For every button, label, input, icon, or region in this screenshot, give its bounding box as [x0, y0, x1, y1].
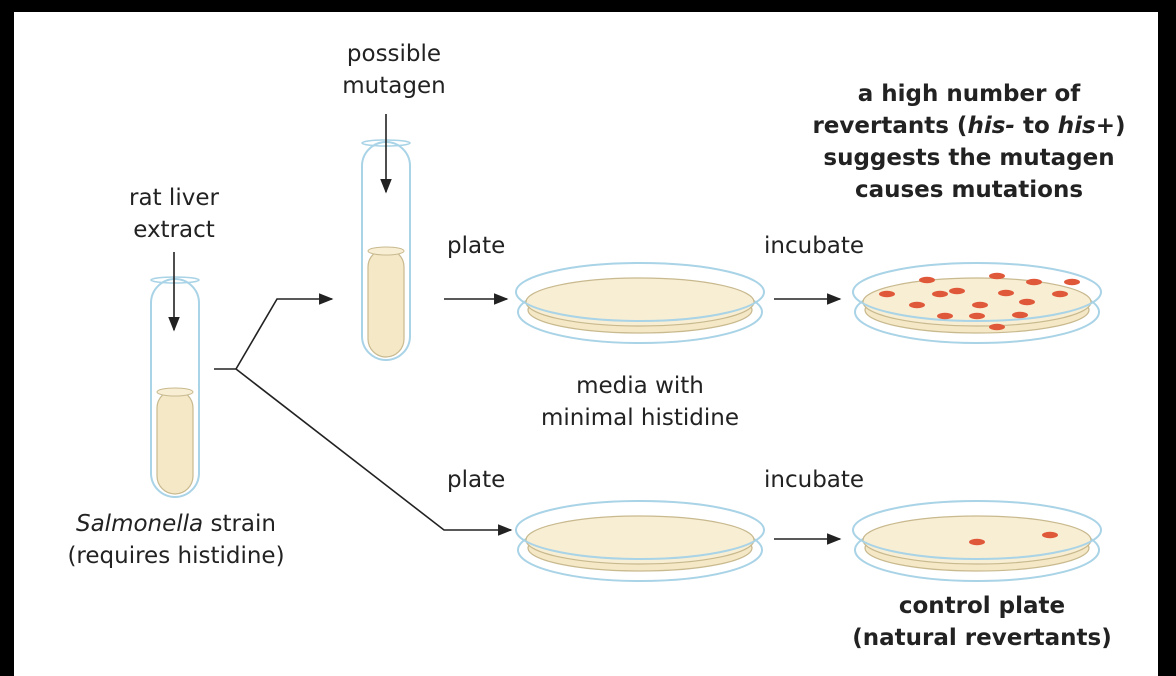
- revertant-colony: [937, 313, 953, 319]
- figure-frame: possible mutagen rat liver extract Salmo…: [14, 12, 1158, 676]
- natural-revertant-colony: [1042, 532, 1058, 538]
- revertant-colony: [1064, 279, 1080, 285]
- revertant-colony: [1012, 312, 1028, 318]
- incubate-label-top: incubate: [764, 230, 864, 262]
- revertant-colony: [949, 288, 965, 294]
- revertant-colony: [989, 273, 1005, 279]
- revertant-colony: [998, 290, 1014, 296]
- petri-dish-control: [853, 501, 1101, 581]
- media-label: media with minimal histidine: [500, 370, 780, 434]
- petri-dish-media-bottom: [516, 501, 764, 581]
- revertant-colony: [919, 277, 935, 283]
- revertant-colony: [932, 291, 948, 297]
- natural-revertant-colony: [969, 539, 985, 545]
- plate-label-top: plate: [447, 230, 505, 262]
- revertant-colony: [1052, 291, 1068, 297]
- revertant-colony: [1026, 279, 1042, 285]
- revertant-colony: [1019, 299, 1035, 305]
- revertant-colony: [879, 291, 895, 297]
- plate-label-bottom: plate: [447, 464, 505, 496]
- salmonella-strain-label: Salmonella strain (requires histidine): [28, 508, 324, 572]
- petri-dish-media-top: [516, 263, 764, 343]
- revertant-colony: [972, 302, 988, 308]
- petri-dish-mutagen-result: [853, 263, 1101, 343]
- control-plate-label: control plate (natural revertants): [832, 590, 1132, 654]
- possible-mutagen-label: possible mutagen: [334, 38, 454, 102]
- revertant-colony: [969, 313, 985, 319]
- salmonella-species: Salmonella: [76, 511, 203, 537]
- rat-liver-extract-label: rat liver extract: [112, 182, 236, 246]
- incubate-label-bottom: incubate: [764, 464, 864, 496]
- high-revertants-note: a high number of revertants (his- to his…: [794, 78, 1144, 206]
- revertant-colony: [989, 324, 1005, 330]
- revertant-colony: [909, 302, 925, 308]
- salmonella-test-tube: [151, 277, 199, 497]
